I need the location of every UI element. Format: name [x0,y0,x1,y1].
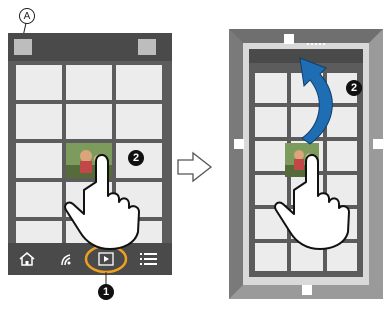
thumbnail-cell[interactable] [16,65,62,100]
callout-1-label: 1 [102,286,110,298]
thumbnail-cell[interactable] [66,65,112,100]
curved-arrow-icon [299,57,333,145]
hand-icon [64,154,140,250]
top-left-button[interactable] [14,39,32,55]
photo-thumbnail[interactable] [66,143,112,178]
thumbnail-cell[interactable] [16,104,62,139]
hand-icon [274,154,350,250]
callout-2-right: 2 [346,80,362,96]
home-icon[interactable] [18,251,36,267]
thumbnail-cell[interactable] [116,104,162,139]
thumbnail-cell[interactable] [16,182,62,217]
top-right-button[interactable] [138,39,156,55]
callout-2-left-label: 2 [132,152,140,164]
playback-icon[interactable] [96,250,116,268]
arrow-right-icon [177,151,213,183]
connection-icon[interactable] [58,251,76,267]
thumbnail-cell[interactable] [66,104,112,139]
thumbnail-cell[interactable] [116,65,162,100]
callout-a: A [19,8,35,24]
menu-icon[interactable] [140,252,158,266]
callout-1: 1 [98,284,114,300]
callout-2-right-label: 2 [350,82,358,94]
callout-a-label: A [23,10,31,22]
callout-2-left: 2 [128,150,144,166]
thumbnail-cell[interactable] [16,143,62,178]
